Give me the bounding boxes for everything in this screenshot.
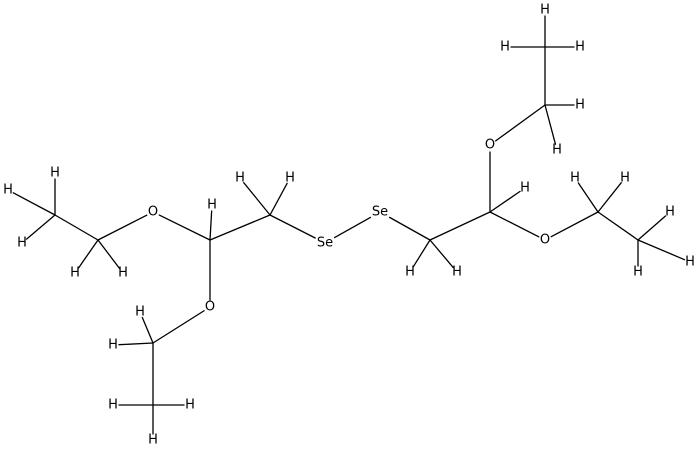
oxygen-atom-label: O: [148, 205, 158, 220]
hydrogen-atom-label: H: [665, 205, 675, 220]
hydrogen-atom-label: H: [235, 171, 245, 186]
hydrogen-atom-label: H: [540, 3, 550, 18]
hydrogen-atom-label: H: [620, 171, 630, 186]
hydrogen-atom-label: H: [108, 398, 118, 413]
bond-line: [25, 214, 56, 240]
bond-line: [495, 104, 546, 142]
hydrogen-atom-label: H: [500, 40, 510, 55]
bond-line: [141, 316, 154, 344]
bond-line: [550, 211, 599, 238]
bond-line: [388, 216, 431, 241]
bond-line: [158, 214, 211, 241]
hydrogen-atom-label: H: [17, 236, 27, 251]
bond-line: [489, 211, 540, 238]
bond-line: [118, 342, 154, 346]
selenium-atom-label: Se: [317, 236, 333, 251]
hydrogen-atom-label: H: [552, 143, 562, 158]
hydrogen-atom-label: H: [520, 181, 530, 196]
hydrogen-atom-label: H: [185, 398, 195, 413]
hydrogen-atom-label: H: [285, 171, 295, 186]
selenium-atom-label: Se: [372, 205, 388, 220]
bond-line: [243, 182, 271, 216]
oxygen-atom-label: O: [485, 138, 495, 153]
bond-line: [637, 239, 686, 261]
hydrogen-atom-label: H: [452, 265, 462, 280]
bond-line: [269, 214, 316, 239]
bond-line: [637, 215, 667, 241]
bond-line: [97, 239, 121, 269]
bond-line: [597, 182, 622, 213]
bond-line: [333, 216, 372, 239]
hydrogen-atom-label: H: [118, 266, 128, 281]
bond-line: [12, 192, 56, 216]
bond-line: [597, 211, 639, 241]
bond-line: [209, 210, 213, 241]
hydrogen-atom-label: H: [405, 265, 415, 280]
hydrogen-atom-label: H: [108, 338, 118, 353]
bond-line: [209, 214, 271, 241]
oxygen-atom-label: O: [540, 233, 550, 248]
bond-line: [77, 239, 99, 269]
hydrogen-atom-label: H: [3, 183, 13, 198]
hydrogen-atom-label: H: [135, 305, 145, 320]
hydrogen-atom-label: H: [575, 40, 585, 55]
hydrogen-atom-label: H: [570, 171, 580, 186]
bond-line: [97, 214, 148, 241]
bond-line: [429, 211, 491, 241]
bond-line: [152, 310, 205, 344]
hydrogen-atom-label: H: [633, 265, 643, 280]
bond-line: [54, 214, 99, 241]
bond-line: [269, 182, 288, 216]
bond-line: [577, 182, 599, 213]
bond-line: [544, 104, 557, 145]
bond-line: [429, 239, 454, 269]
hydrogen-atom-label: H: [148, 433, 158, 448]
bond-line: [489, 190, 521, 213]
bond-lines: [12, 15, 686, 435]
bond-line: [412, 239, 431, 268]
oxygen-atom-label: O: [205, 300, 215, 315]
hydrogen-atom-label: H: [685, 255, 695, 270]
hydrogen-atom-label: H: [207, 198, 217, 213]
hydrogen-atom-label: H: [50, 166, 60, 181]
hydrogen-atom-label: H: [575, 98, 585, 113]
hydrogen-atom-label: H: [70, 266, 80, 281]
